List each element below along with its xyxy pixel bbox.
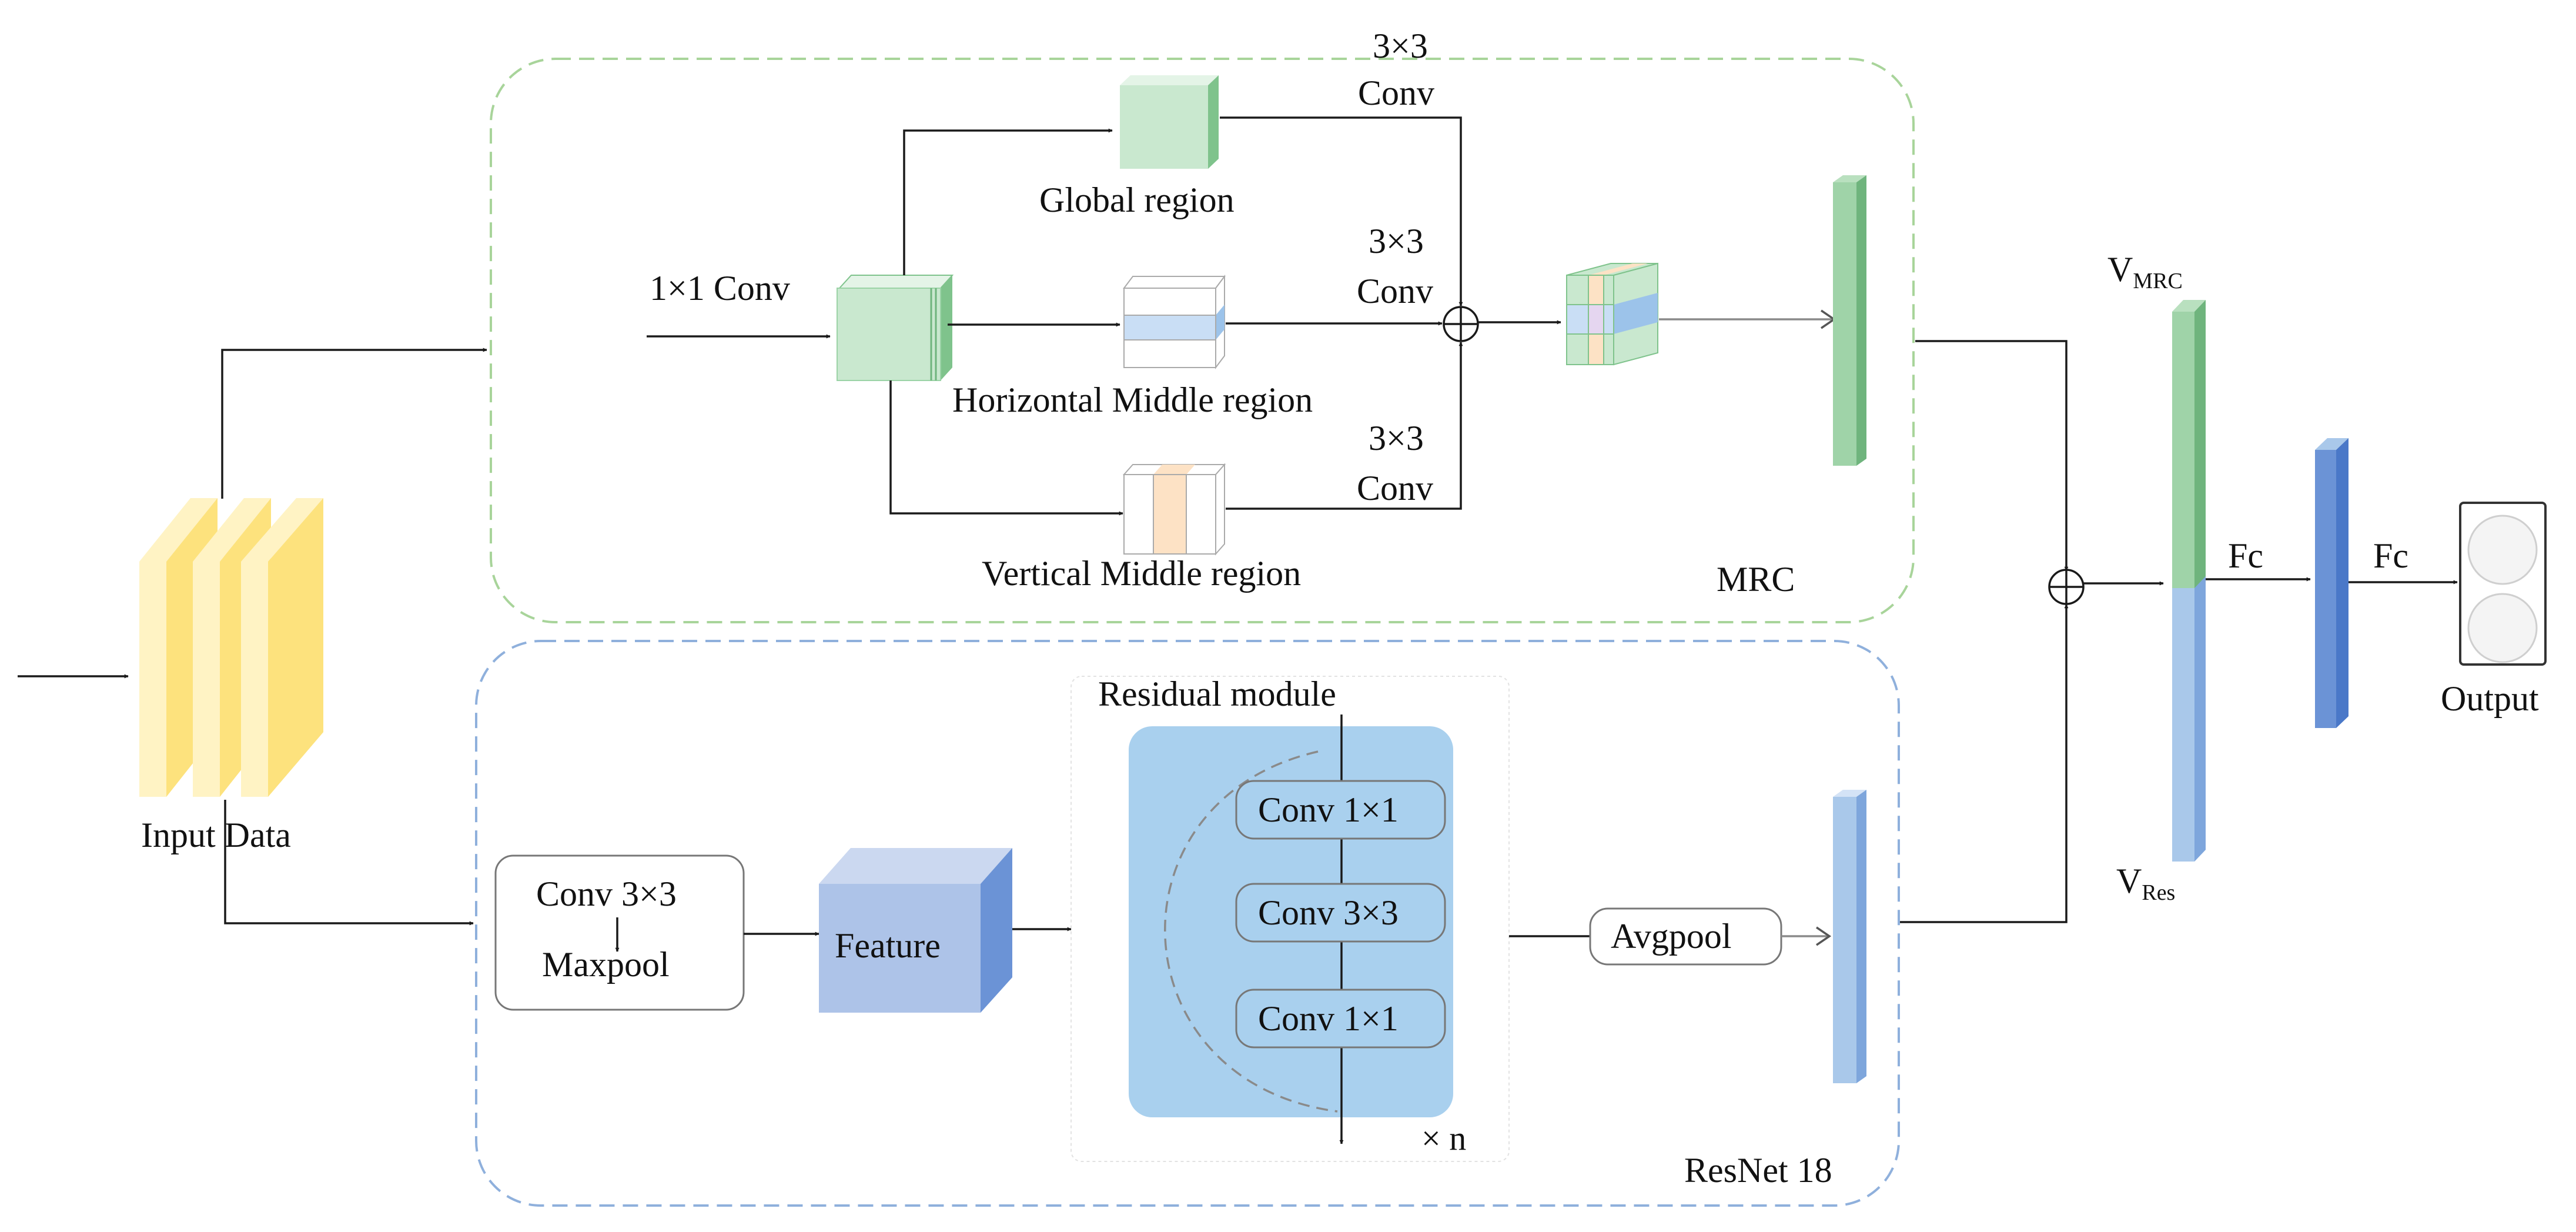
input-data-label: Input Data (141, 816, 291, 854)
v-mrc-label: VMRC (2107, 250, 2183, 293)
v-mrc-sub: MRC (2133, 269, 2182, 293)
residual-layer-3-label: Conv 1×1 (1258, 999, 1399, 1038)
horizontal-region-label: Horizontal Middle region (952, 380, 1313, 419)
conv1x1-block (837, 275, 954, 381)
output-node-1 (2467, 515, 2538, 585)
repeat-label: × n (1421, 1119, 1466, 1157)
avgpool-label: Avgpool (1611, 917, 1732, 956)
resnet-container (475, 640, 1900, 1207)
residual-layer-2-label: Conv 3×3 (1258, 893, 1399, 932)
v-mrc-main: V (2107, 250, 2133, 289)
global-conv-label: Conv (1358, 74, 1434, 112)
vertical-conv-label: Conv (1357, 469, 1433, 508)
vertical-region-label: Vertical Middle region (982, 554, 1301, 593)
residual-layer-3 (1235, 989, 1446, 1049)
output-label: Output (2441, 679, 2539, 718)
global-region-block (1120, 75, 1219, 169)
avgpool-to-vector-arrowhead (1816, 926, 1832, 946)
v-res-main: V (2116, 862, 2142, 900)
horizontal-conv-size: 3×3 (1369, 222, 1424, 261)
resnet-to-fusion-wire (1900, 604, 2069, 923)
mrc-to-fusion-wire (1915, 340, 2069, 571)
branch-global-wire (903, 128, 1113, 275)
fc-vector (2315, 438, 2348, 728)
vertical-region-block (1122, 463, 1226, 556)
global-to-sum-wire (1220, 116, 1463, 306)
fc1-label: Fc (2228, 536, 2263, 575)
branch-vertical-wire (889, 380, 1123, 516)
residual-skip-connection (1164, 750, 1338, 1113)
residual-module-frame (1070, 676, 1510, 1162)
feature-label: Feature (835, 926, 941, 965)
mrc-input-conv-label: 1×1 Conv (650, 269, 790, 308)
mrc-container (490, 58, 1915, 623)
vertical-conv-size: 3×3 (1369, 419, 1424, 458)
vertical-to-sum-wire (1226, 342, 1463, 510)
residual-layer-2 (1235, 883, 1446, 943)
feature-cube (819, 848, 1012, 1013)
global-region-label: Global region (1039, 181, 1235, 219)
residual-layer-1-label: Conv 1×1 (1258, 790, 1399, 829)
global-conv-size: 3×3 (1373, 26, 1428, 65)
input-data-stack (139, 498, 323, 797)
mrc-sum-node (1443, 306, 1479, 342)
horizontal-conv-label: Conv (1357, 272, 1433, 310)
v-res-label: VRes (2116, 862, 2175, 905)
input-to-resnet-wire (224, 800, 474, 926)
fused-feature-cube (1566, 262, 1658, 366)
resnet-output-vector (1833, 790, 1866, 1083)
stem-maxpool-label: Maxpool (542, 945, 670, 984)
conv-maxpool-box (494, 854, 745, 1011)
mrc-label: MRC (1717, 560, 1795, 599)
fusion-sum-node (2048, 569, 2085, 605)
output-box (2459, 502, 2547, 666)
residual-module-title: Residual module (1098, 675, 1336, 713)
horizontal-region-block (1123, 275, 1226, 369)
v-res-sub: Res (2142, 880, 2175, 905)
resnet-label: ResNet 18 (1684, 1151, 1832, 1190)
output-node-2 (2467, 593, 2538, 663)
stem-conv-label: Conv 3×3 (536, 874, 677, 913)
concat-vector (2172, 300, 2206, 862)
mrc-output-vector (1833, 175, 1866, 466)
fc2-label: Fc (2373, 536, 2408, 575)
input-to-mrc-wire (221, 348, 487, 499)
residual-layer-1 (1235, 780, 1446, 840)
